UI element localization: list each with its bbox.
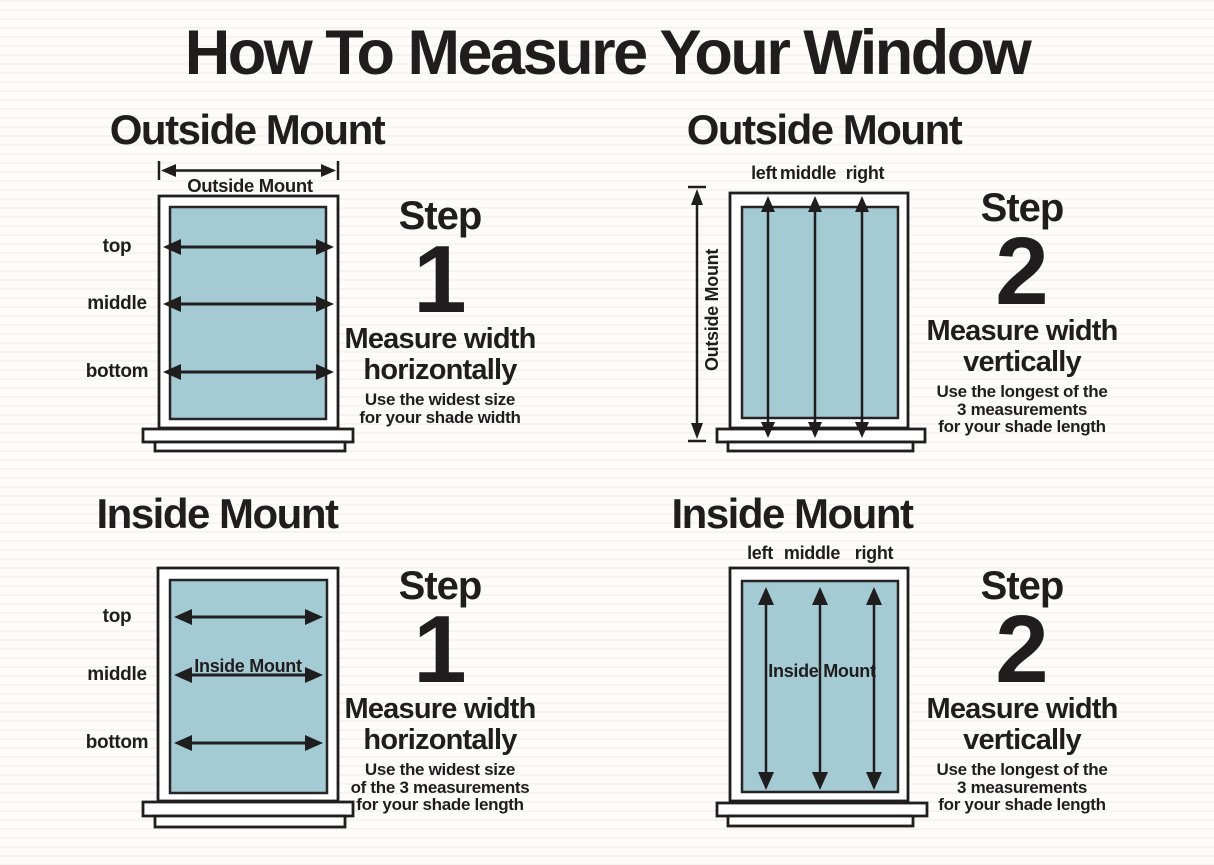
col-label-left: left: [751, 163, 777, 183]
step-word: Step: [398, 194, 483, 238]
step-instruction: Measure width vertically: [912, 694, 1132, 756]
step-word: Step: [980, 186, 1065, 230]
outside-mount-rotated-dimension-label: Outside Mount: [702, 248, 722, 372]
note-line: Use the widest size: [364, 760, 516, 779]
inside-mount-glass-label: Inside Mount: [194, 656, 302, 676]
window-glass: [168, 205, 328, 421]
instruction-line: Measure width: [344, 323, 536, 355]
step-note: Use the longest of the 3 measurements fo…: [912, 383, 1132, 436]
measure-arrow-right: [855, 196, 869, 438]
step-note: Use the widest size of the 3 measurement…: [330, 761, 550, 814]
page-title: How To Measure Your Window: [184, 18, 1032, 88]
arrowhead-down: [691, 423, 703, 439]
row-label-bottom: bottom: [85, 361, 149, 382]
note-line: Use the longest of the: [936, 760, 1108, 779]
instruction-line: vertically: [963, 346, 1082, 378]
col-label-right: right: [845, 163, 885, 183]
window-apron: [153, 440, 347, 453]
outside-mount-dimension-label: Outside Mount: [187, 175, 313, 196]
col-label-middle: middle: [779, 163, 837, 183]
window-sill: [141, 800, 355, 818]
row-label-middle: middle: [87, 293, 147, 314]
window-apron: [153, 814, 347, 829]
note-line: 3 measurements: [957, 399, 1087, 419]
step-number: 2: [995, 218, 1049, 325]
instruction-line: horizontally: [363, 724, 517, 756]
window-apron: [726, 440, 915, 453]
measure-arrow-left: [758, 587, 774, 790]
height-dimension-arrow: [688, 185, 706, 443]
step-instruction: Measure width horizontally: [330, 324, 550, 386]
measure-arrow-middle: [808, 196, 822, 438]
step-2-block-outside: Step 2 Measure width vertically Use the …: [912, 188, 1132, 436]
step-note: Use the longest of the 3 measurements fo…: [912, 761, 1132, 814]
step-instruction: Measure width vertically: [912, 316, 1132, 378]
measure-arrow-right: [866, 587, 882, 790]
outside-mount-horizontal-window-diagram: [141, 161, 355, 453]
step-word: Step: [980, 564, 1065, 608]
measure-arrow-middle: [163, 296, 334, 312]
col-label-right: right: [854, 543, 894, 563]
arrowhead-right: [321, 164, 336, 177]
outside-mount-vertical-heading: Outside Mount: [686, 106, 963, 153]
window-glass: [740, 205, 900, 420]
step-1-block-outside: Step 1 Measure width horizontally Use th…: [330, 196, 550, 426]
arrowhead-up: [691, 189, 703, 205]
note-line: for your shade length: [938, 417, 1106, 436]
step-instruction: Measure width horizontally: [330, 694, 550, 756]
step-word: Step: [398, 564, 483, 608]
window-sill: [141, 427, 355, 444]
measure-arrow-top: [174, 609, 323, 625]
instruction-line: vertically: [963, 724, 1082, 756]
measure-arrow-bottom: [174, 735, 323, 751]
note-line: for your shade length: [356, 795, 524, 814]
measure-arrow-top: [163, 239, 334, 255]
step-2-block-inside: Step 2 Measure width vertically Use the …: [912, 566, 1132, 814]
note-line: Use the widest size: [364, 390, 516, 409]
instruction-line: Measure width: [344, 693, 536, 725]
instruction-line: Measure width: [926, 315, 1118, 347]
row-label-bottom: bottom: [85, 732, 149, 753]
window-apron: [726, 814, 915, 828]
outside-mount-horizontal-heading: Outside Mount: [109, 106, 386, 153]
step-note: Use the widest size for your shade width: [330, 391, 550, 426]
window-sill: [715, 427, 927, 444]
inside-mount-glass-label: Inside Mount: [768, 661, 876, 681]
measure-arrow-bottom: [163, 364, 334, 380]
note-line: for your shade width: [359, 407, 521, 427]
measure-arrow-middle: [174, 667, 323, 683]
row-label-middle: middle: [87, 664, 147, 685]
row-label-top: top: [102, 236, 132, 257]
note-line: of the 3 measurements: [350, 777, 530, 797]
arrowhead-left: [161, 164, 176, 177]
col-label-left: left: [747, 543, 773, 563]
note-line: Use the longest of the: [936, 382, 1108, 401]
instruction-line: horizontally: [363, 354, 517, 386]
inside-mount-horizontal-window-diagram: [141, 566, 355, 829]
instruction-line: Measure width: [926, 693, 1118, 725]
inside-mount-vertical-window-diagram: [715, 566, 929, 828]
row-label-top: top: [102, 606, 132, 627]
note-line: for your shade length: [938, 795, 1106, 814]
step-number: 1: [413, 226, 467, 333]
step-number: 2: [995, 596, 1049, 703]
measure-arrow-middle: [812, 587, 828, 790]
step-1-block-inside: Step 1 Measure width horizontally Use th…: [330, 566, 550, 814]
inside-mount-vertical-heading: Inside Mount: [671, 490, 914, 537]
window-sill: [715, 801, 929, 818]
outside-mount-vertical-window-diagram: [688, 185, 927, 453]
window-glass: [168, 578, 329, 795]
width-dimension-arrow: [157, 161, 340, 180]
measure-arrow-left: [761, 196, 775, 438]
note-line: 3 measurements: [957, 777, 1087, 797]
col-label-middle: middle: [783, 543, 841, 563]
step-number: 1: [413, 596, 467, 703]
inside-mount-horizontal-heading: Inside Mount: [96, 490, 339, 537]
